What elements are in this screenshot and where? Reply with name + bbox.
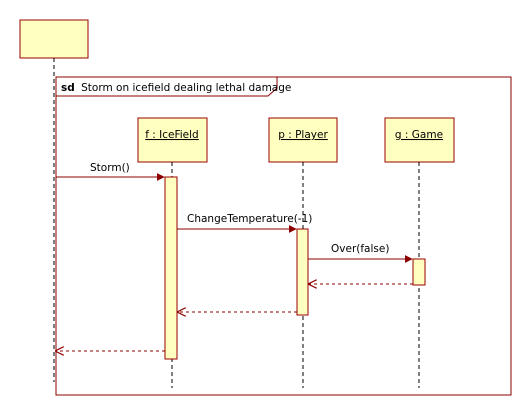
lifeline-head-game[interactable] <box>384 117 455 163</box>
lifeline-head-icefield[interactable] <box>137 117 208 163</box>
message-change-temperature-label: ChangeTemperature(-1) <box>187 213 312 225</box>
activation-icefield[interactable] <box>164 176 178 360</box>
lifeline-label-icefield: f : IceField <box>145 129 198 141</box>
activation-player[interactable] <box>296 228 309 316</box>
sequence-frame <box>55 76 512 396</box>
lifeline-label-game: g : Game <box>395 129 443 141</box>
activation-game[interactable] <box>412 258 426 286</box>
frame-name: Storm on icefield dealing lethal damage <box>81 82 291 94</box>
lifeline-label-player: p : Player <box>278 129 328 141</box>
frame-keyword: sd <box>61 82 75 94</box>
message-over-label: Over(false) <box>331 243 389 255</box>
frame-label-tab <box>55 76 278 97</box>
frame-title: sd Storm on icefield dealing lethal dama… <box>61 82 291 94</box>
actor-lifeline-head[interactable] <box>19 19 89 59</box>
message-storm-label: Storm() <box>90 162 130 174</box>
